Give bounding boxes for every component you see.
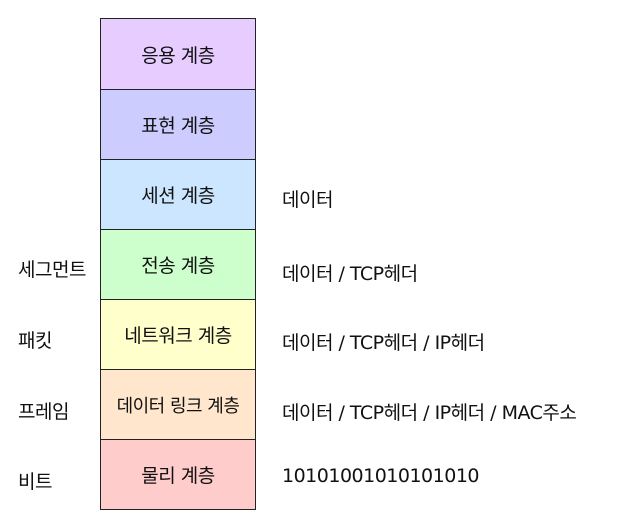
layer-presentation: 표현 계층 [101, 89, 255, 159]
content-transport: 데이터 / TCP헤더 [282, 263, 418, 285]
osi-layer-stack: 응용 계층 표현 계층 세션 계층 전송 계층 네트워크 계층 데이터 링크 계… [100, 18, 256, 510]
content-physical: 10101001010101010 [282, 465, 480, 487]
layer-datalink: 데이터 링크 계층 [101, 369, 255, 439]
content-session: 데이터 [282, 189, 333, 211]
layer-network: 네트워크 계층 [101, 299, 255, 369]
pdu-label-segment: 세그먼트 [18, 259, 86, 281]
pdu-label-bit: 비트 [18, 471, 52, 493]
layer-session: 세션 계층 [101, 159, 255, 229]
layer-transport: 전송 계층 [101, 229, 255, 299]
layer-physical: 물리 계층 [101, 439, 255, 509]
content-network: 데이터 / TCP헤더 / IP헤더 [282, 332, 485, 354]
pdu-label-packet: 패킷 [18, 330, 52, 352]
layer-application: 응용 계층 [101, 19, 255, 89]
pdu-label-frame: 프레임 [18, 401, 69, 423]
content-datalink: 데이터 / TCP헤더 / IP헤더 / MAC주소 [282, 402, 577, 424]
